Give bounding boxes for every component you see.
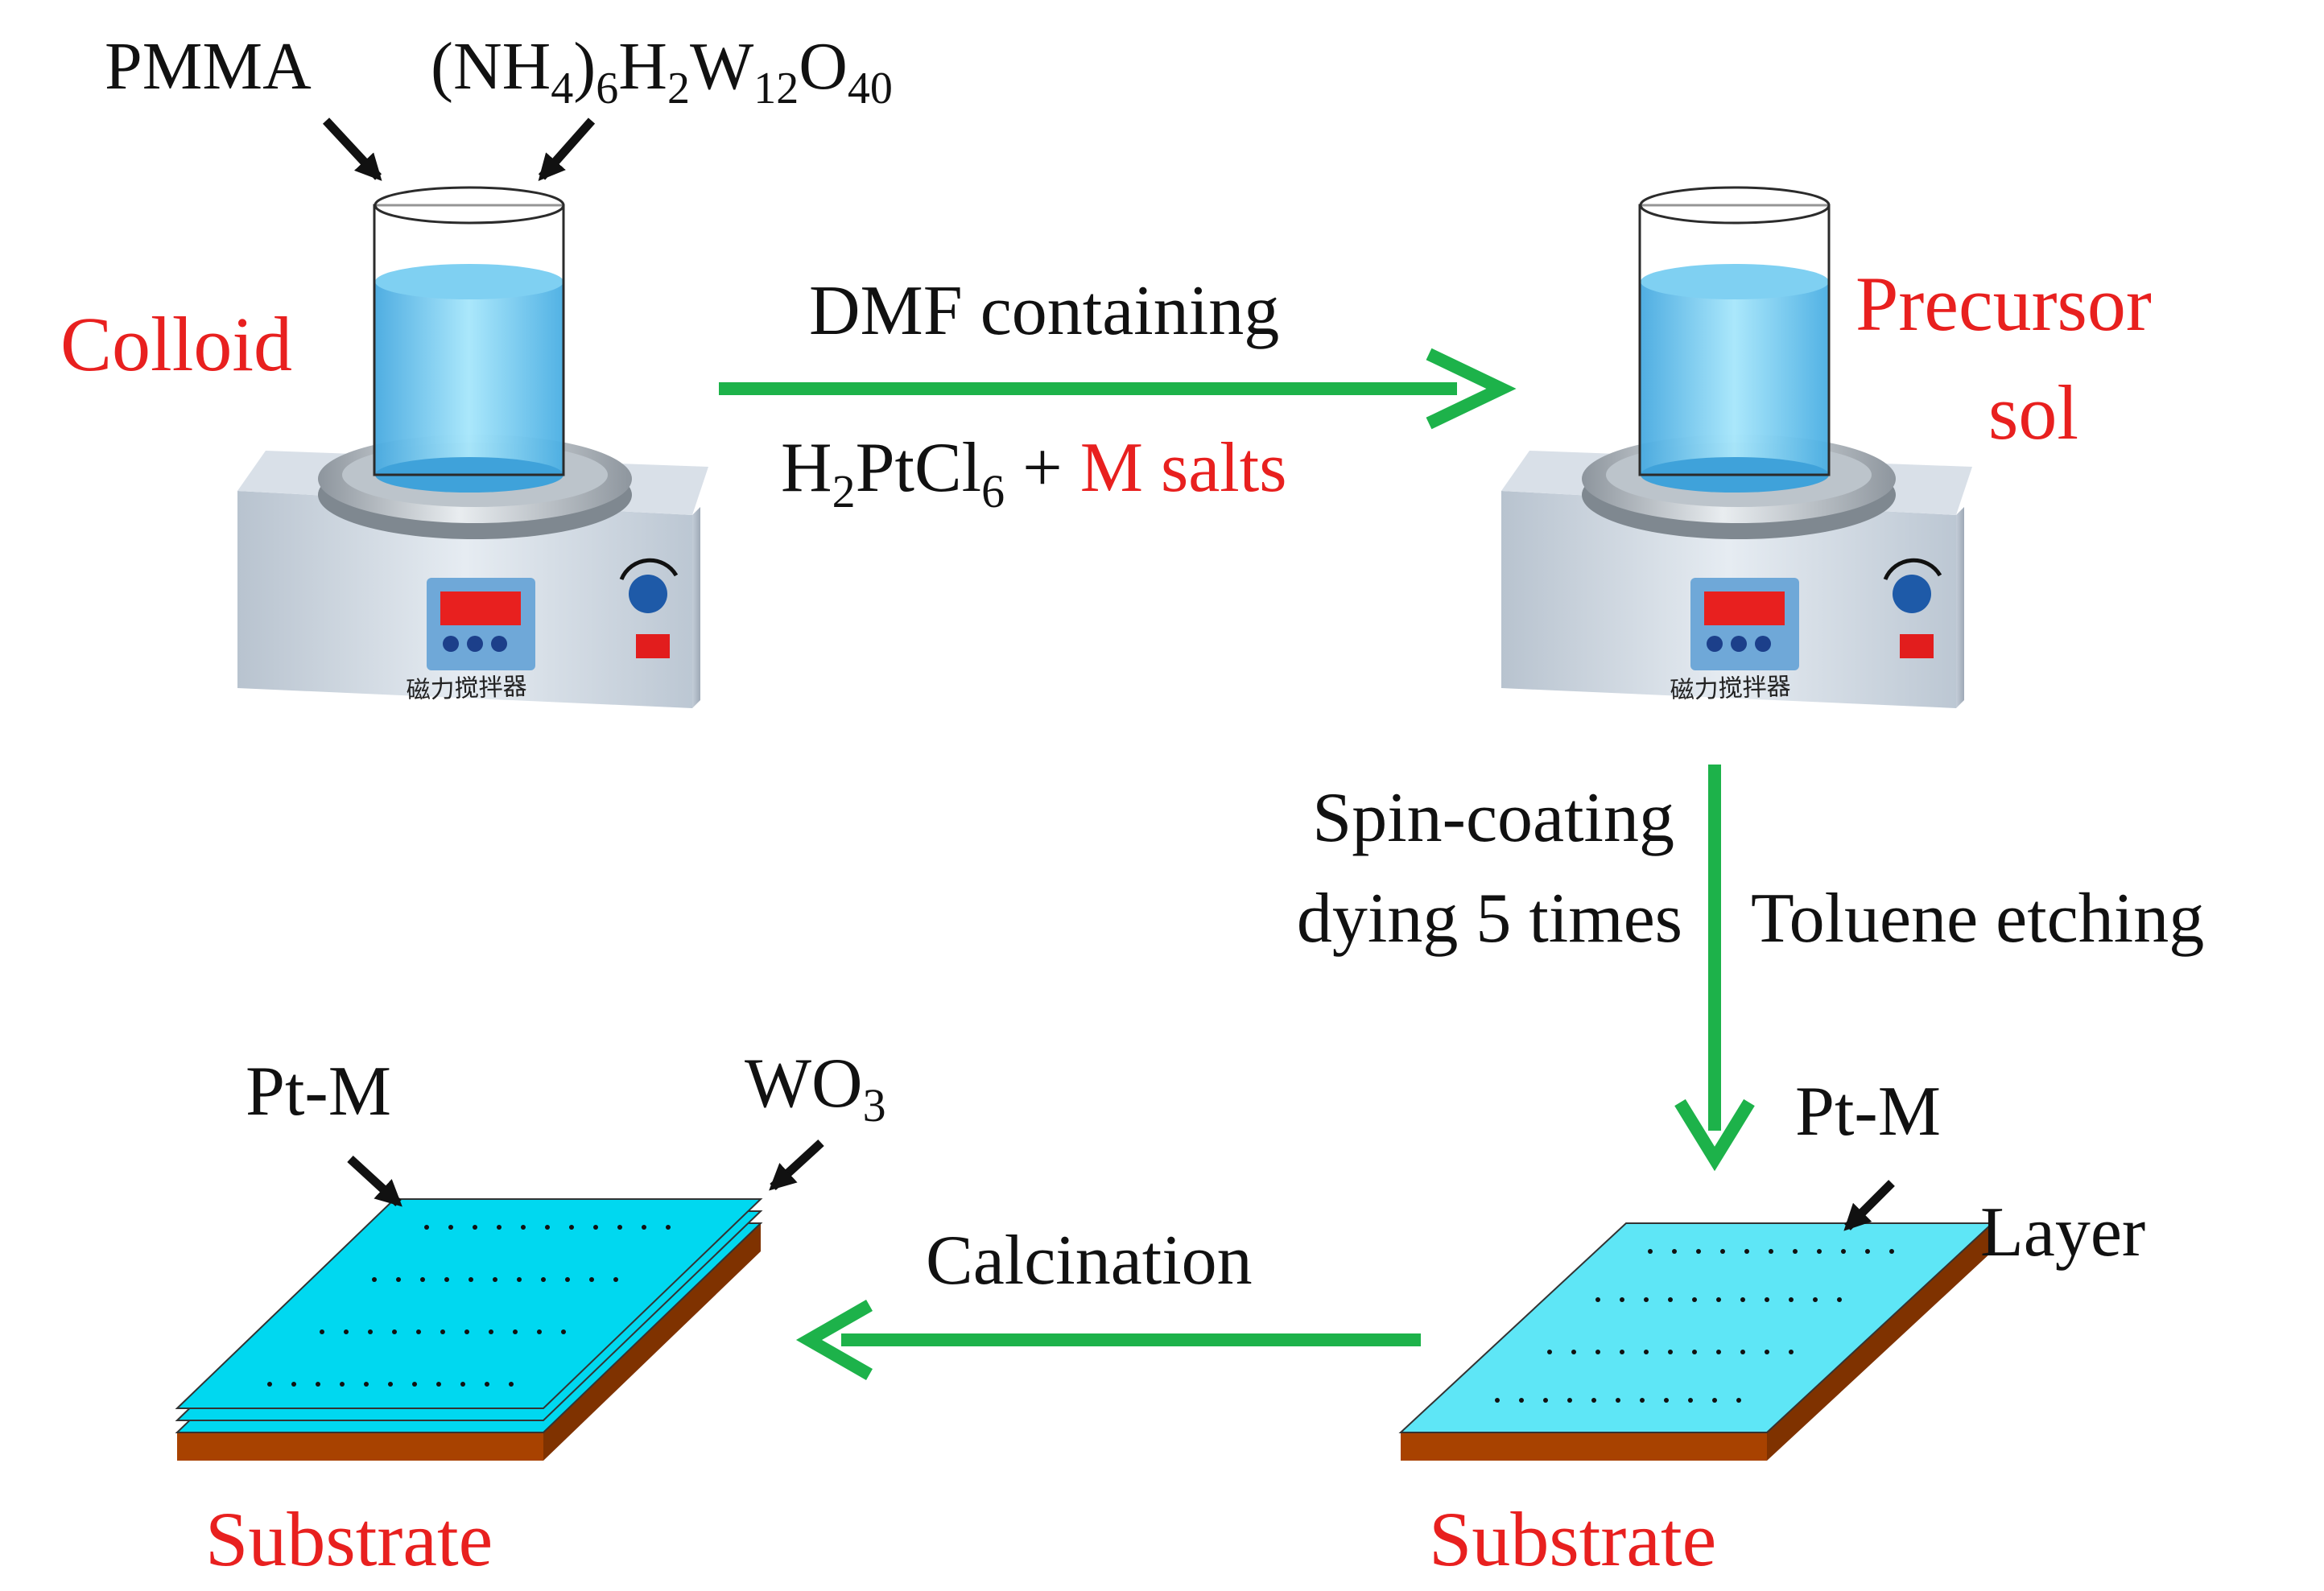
layer-label: Layer (1980, 1193, 2145, 1272)
colloid-label: Colloid (60, 301, 292, 387)
wo3-arrow (769, 1139, 824, 1191)
toluene-label: Toluene etching (1751, 880, 2204, 958)
substrate-left-label: Substrate (205, 1496, 493, 1582)
display-screen (1704, 591, 1785, 625)
ptm-right-label: Pt-M (1795, 1073, 1941, 1151)
substrate-right-label: Substrate (1429, 1496, 1716, 1582)
stirrer-label: 磁力搅拌器 (406, 673, 527, 705)
precursor-label: Precursor (1855, 261, 2152, 347)
beaker-right (1638, 186, 1831, 493)
power-switch-icon (1900, 634, 1934, 658)
calcination-label: Calcination (926, 1222, 1253, 1300)
arrow-down-head (1674, 1098, 1755, 1172)
ptm-left-arrow (347, 1155, 402, 1207)
ptm-right-arrow (1843, 1180, 1895, 1231)
display-screen (440, 591, 521, 625)
ptm-dots-left (267, 1225, 671, 1387)
ammonium-arrow (538, 117, 596, 181)
ptm-left-label: Pt-M (246, 1053, 391, 1131)
film-left (175, 1198, 763, 1461)
beaker-left (373, 186, 565, 493)
magnetic-stirrer-left: 磁力搅拌器 (237, 435, 708, 708)
arrow-to-precursor-head (1426, 348, 1517, 430)
dmf-label: DMF containing (809, 272, 1279, 350)
dying-label: dying 5 times (1297, 880, 1682, 958)
ptm-dots-right (1495, 1249, 1894, 1403)
h2ptcl6-msalts-label: H2PtCl6 + M salts (781, 429, 1286, 517)
sol-label: sol (1988, 369, 2078, 455)
knob-icon (1893, 575, 1931, 613)
pmma-label: PMMA (105, 29, 312, 104)
wo3-label: WO3 (745, 1045, 886, 1131)
ammonium-tungstate-label: (NH4)6H2W12O40 (431, 29, 893, 113)
knob-icon (629, 575, 667, 613)
pmma-arrow (322, 117, 382, 181)
power-switch-icon (636, 634, 670, 658)
stirrer-label: 磁力搅拌器 (1670, 673, 1791, 705)
spin-coating-label: Spin-coating (1312, 779, 1674, 857)
arrow-left-head (795, 1300, 873, 1380)
film-right (1398, 1222, 1995, 1461)
